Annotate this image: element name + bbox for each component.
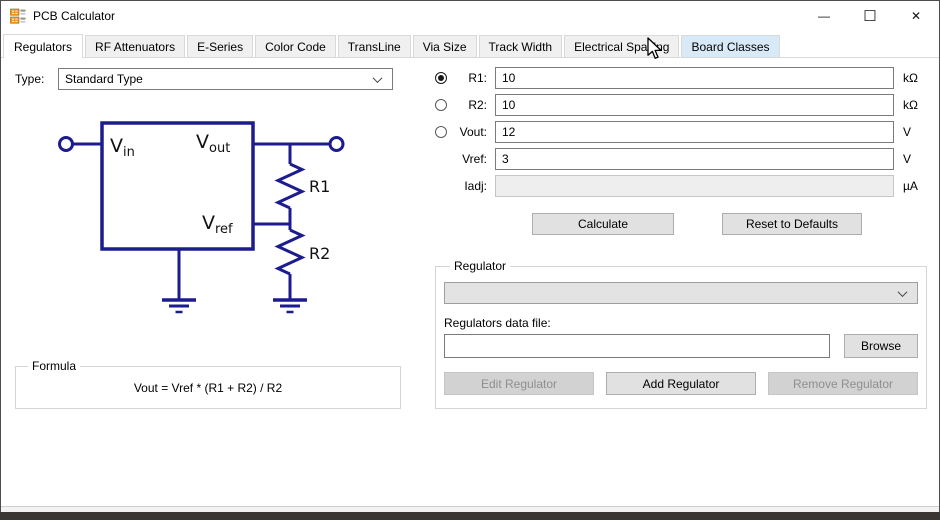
r2-unit: kΩ <box>903 98 918 112</box>
title-bar: PCB Calculator — ☐ ✕ <box>1 1 939 31</box>
calculate-button[interactable]: Calculate <box>532 213 674 235</box>
taskbar-edge <box>0 512 940 520</box>
tab-label-via-size: Via Size <box>422 40 467 54</box>
r1-radio[interactable] <box>435 72 447 84</box>
formula-text: Vout = Vref * (R1 + R2) / R2 <box>133 381 283 395</box>
vin-label: Vin <box>110 135 135 160</box>
maximize-button[interactable]: ☐ <box>847 1 893 31</box>
data-file-label: Regulators data file: <box>444 316 551 330</box>
vref-input[interactable] <box>495 148 894 170</box>
vout-label: Vout: <box>459 125 487 139</box>
tab-transline[interactable]: TransLine <box>337 35 411 57</box>
tab-e-series[interactable]: E-Series <box>187 35 254 57</box>
tab-rf-attenuators[interactable]: RF Attenuators <box>85 35 186 57</box>
action-row: Calculate Reset to Defaults <box>435 213 927 235</box>
r1-input[interactable] <box>495 67 894 89</box>
edit-regulator-button: Edit Regulator <box>444 372 594 395</box>
data-file-input[interactable] <box>444 334 830 358</box>
vout-input[interactable] <box>495 121 894 143</box>
field-row-vref: Vref: V <box>435 148 927 170</box>
tab-label-board-classes: Board Classes <box>691 40 770 54</box>
r2-label: R2: <box>468 98 487 112</box>
regulator-buttons: Edit Regulator Add Regulator Remove Regu… <box>444 372 918 395</box>
resistor-r1 <box>274 162 306 210</box>
tab-regulators[interactable]: Regulators <box>3 34 84 58</box>
r1-unit: kΩ <box>903 71 918 85</box>
formula-legend: Formula <box>32 359 77 373</box>
tab-label-rf-attenuators: RF Attenuators <box>95 40 176 54</box>
iadj-unit: µA <box>903 179 918 193</box>
browse-button[interactable]: Browse <box>844 334 918 358</box>
type-select-value: Standard Type <box>65 72 143 86</box>
pcb-calculator-icon <box>10 8 26 24</box>
vref-label: Vref <box>202 212 233 237</box>
ground-symbol-body <box>162 298 196 314</box>
vout-radio[interactable] <box>435 126 447 138</box>
close-button[interactable]: ✕ <box>893 1 939 31</box>
tab-label-electrical-spacing: Electrical Spacing <box>574 40 670 54</box>
tab-label-e-series: E-Series <box>197 40 244 54</box>
window-title: PCB Calculator <box>33 9 116 23</box>
iadj-input <box>495 175 894 197</box>
tab-label-color-code: Color Code <box>265 40 326 54</box>
vout-unit: V <box>903 125 912 139</box>
formula-group: Formula Vout = Vref * (R1 + R2) / R2 <box>15 359 401 409</box>
right-panel: R1: kΩ R2: kΩ Vout: V <box>433 58 939 506</box>
r1-label: R1: <box>468 71 487 85</box>
vout-label: Vout <box>196 131 230 156</box>
minimize-button[interactable]: — <box>801 1 847 31</box>
iadj-label: Iadj: <box>464 179 487 193</box>
chevron-down-icon <box>897 286 908 297</box>
tab-label-regulators: Regulators <box>14 40 73 54</box>
regulator-legend: Regulator <box>454 259 507 273</box>
tab-via-size[interactable]: Via Size <box>412 35 477 57</box>
type-label: Type: <box>15 72 45 86</box>
chevron-down-icon <box>372 72 383 83</box>
parameter-fields: R1: kΩ R2: kΩ Vout: V <box>435 67 927 197</box>
tab-board-classes[interactable]: Board Classes <box>681 35 780 57</box>
field-row-r2: R2: kΩ <box>435 94 927 116</box>
vref-label: Vref: <box>462 152 487 166</box>
regulator-select <box>444 282 918 304</box>
reset-to-defaults-button[interactable]: Reset to Defaults <box>722 213 862 235</box>
type-select[interactable]: Standard Type <box>58 68 393 90</box>
field-row-r1: R1: kΩ <box>435 67 927 89</box>
regulator-schematic: Vin Vout Vref R1 R2 <box>58 121 345 314</box>
data-file-row: Browse <box>444 334 918 358</box>
tab-electrical-spacing[interactable]: Electrical Spacing <box>564 35 680 57</box>
resistor-r2 <box>274 228 306 276</box>
vref-unit: V <box>903 152 912 166</box>
r1-schematic-label: R1 <box>309 177 330 196</box>
tab-track-width[interactable]: Track Width <box>478 35 563 57</box>
tab-bar: Regulators RF Attenuators E-Series Color Co… <box>1 31 939 58</box>
tab-label-transline: TransLine <box>347 40 401 54</box>
type-row: Type: Standard Type <box>15 68 433 90</box>
field-row-vout: Vout: V <box>435 121 927 143</box>
status-bar <box>1 506 939 512</box>
add-regulator-button[interactable]: Add Regulator <box>606 372 756 395</box>
tab-label-track-width: Track Width <box>488 40 553 54</box>
window-controls: — ☐ ✕ <box>801 1 939 31</box>
remove-regulator-button: Remove Regulator <box>768 372 918 395</box>
left-panel: Type: Standard Type <box>1 58 433 506</box>
regulators-page: Type: Standard Type <box>1 58 939 506</box>
r2-radio[interactable] <box>435 99 447 111</box>
r2-input[interactable] <box>495 94 894 116</box>
r2-schematic-label: R2 <box>309 244 330 263</box>
regulator-group: Regulator Regulators data file: Browse E… <box>435 259 927 409</box>
ground-symbol-r2 <box>273 298 307 314</box>
tab-color-code[interactable]: Color Code <box>255 35 336 57</box>
field-row-iadj: Iadj: µA <box>435 175 927 197</box>
